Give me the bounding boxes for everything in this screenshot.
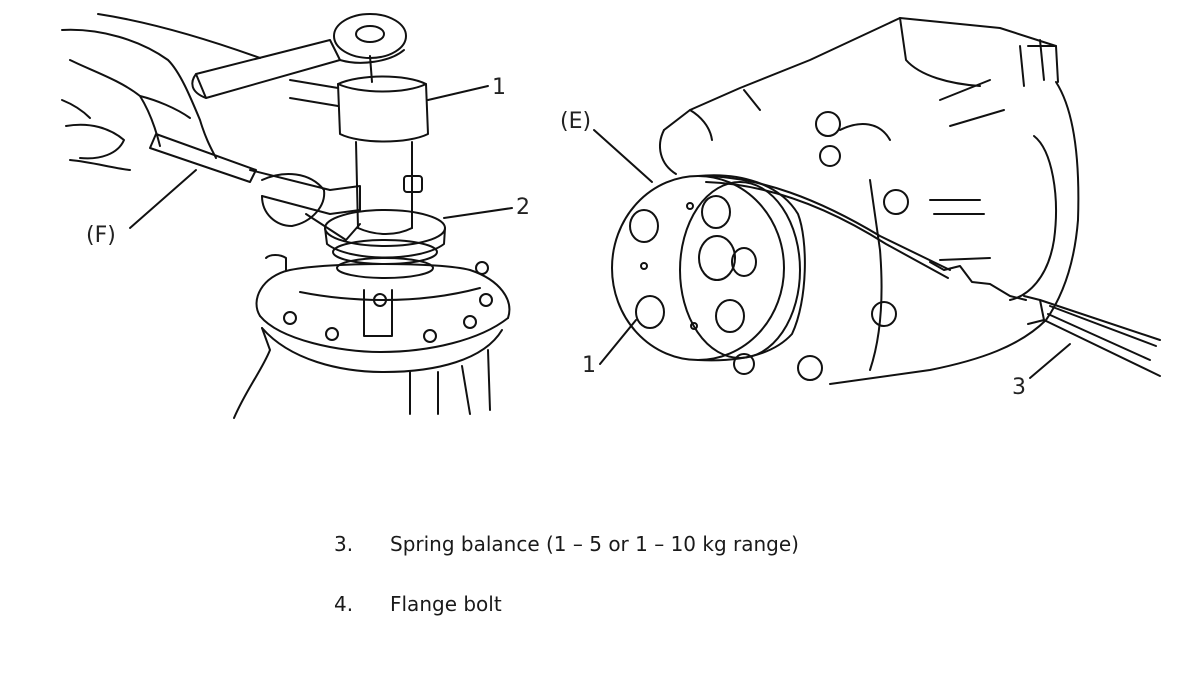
gearbox-housing (659, 17, 1080, 385)
legend-number: 4. (334, 592, 354, 616)
callout-1-left: 1 (492, 75, 506, 100)
differential-housing (233, 254, 511, 419)
callout-f-left: (F) (86, 223, 116, 248)
special-tool-body (289, 75, 429, 235)
right-drawing-flange-and-spring-balance (593, 17, 1161, 385)
callout-1-right: 1 (582, 353, 596, 378)
legend-item-flange-bolt: 4. Flange bolt (334, 592, 799, 622)
left-drawing-holder-and-housing (61, 13, 513, 419)
ratchet-wrench (191, 13, 407, 99)
holder-tool-f (149, 133, 423, 241)
technical-illustration: 1 2 (F) (E) 1 3 (61, 13, 1161, 419)
flange (324, 209, 446, 279)
legend-text: Spring balance (1 – 5 or 1 – 10 kg range… (390, 532, 799, 556)
legend-list: 3. Spring balance (1 – 5 or 1 – 10 kg ra… (334, 532, 799, 652)
spring-balance (699, 175, 1161, 377)
callout-e-right: (E) (560, 109, 591, 134)
legend-number: 3. (334, 532, 354, 556)
flange-disc (611, 174, 806, 362)
callout-3-right: 3 (1012, 375, 1026, 400)
legend-item-spring-balance: 3. Spring balance (1 – 5 or 1 – 10 kg ra… (334, 532, 799, 562)
callout-2-left: 2 (516, 195, 530, 220)
hand-drawing (61, 13, 261, 171)
legend-text: Flange bolt (390, 592, 502, 616)
